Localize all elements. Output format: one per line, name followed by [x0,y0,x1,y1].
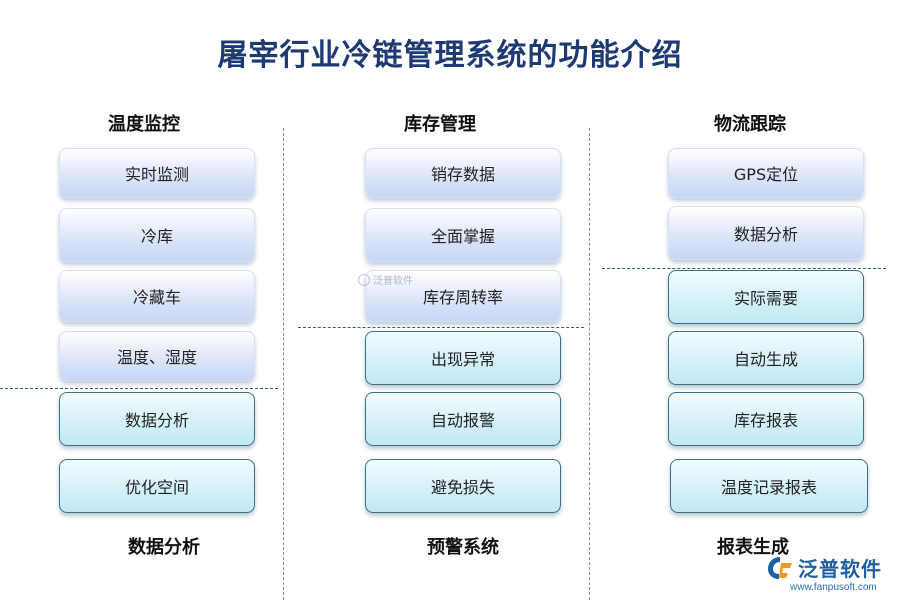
column-footer-alert-system: 预警系统 [427,537,499,558]
watermark-logo-icon [358,273,370,286]
box-gps-location: GPS定位 [668,148,864,198]
column-header-logistics: 物流跟踪 [714,114,786,135]
brand-url: www.fanpusoft.com [790,582,877,593]
section-divider-col3 [602,268,886,269]
brand-logo: 泛普软件 [766,553,882,582]
box-abnormality: 出现异常 [365,331,561,385]
watermark: 泛普软件 [358,272,413,287]
box-temperature-humidity: 温度、湿度 [59,331,255,381]
box-inventory-turnover: 库存周转率 [365,270,561,322]
section-divider-col2 [298,327,584,328]
box-optimization-space: 优化空间 [59,459,255,513]
fanpu-logo-icon [768,556,792,579]
section-divider-col1 [0,388,278,389]
column-footer-data-analysis: 数据分析 [128,537,200,558]
box-full-control: 全面掌握 [365,208,561,262]
box-data-analysis-col3: 数据分析 [668,206,864,260]
column-header-temperature: 温度监控 [108,114,180,135]
box-avoid-loss: 避免损失 [365,459,561,513]
box-sales-stock-data: 销存数据 [365,148,561,198]
column-divider-left [283,128,284,600]
box-actual-needs: 实际需要 [668,270,864,324]
box-inventory-report: 库存报表 [668,392,864,446]
column-header-inventory: 库存管理 [404,114,476,135]
box-data-analysis-col1: 数据分析 [59,392,255,446]
box-auto-generate: 自动生成 [668,331,864,385]
box-refrigerated-truck: 冷藏车 [59,270,255,322]
watermark-text: 泛普软件 [373,276,413,287]
column-divider-right [589,128,590,600]
box-auto-alarm: 自动报警 [365,392,561,446]
box-cold-storage: 冷库 [59,208,255,262]
column-footer-report-generation: 报表生成 [717,537,789,558]
page-title: 屠宰行业冷链管理系统的功能介绍 [217,38,683,73]
brand-name: 泛普软件 [798,557,882,581]
box-temperature-record-report: 温度记录报表 [670,459,868,513]
box-realtime-monitoring: 实时监测 [59,148,255,198]
